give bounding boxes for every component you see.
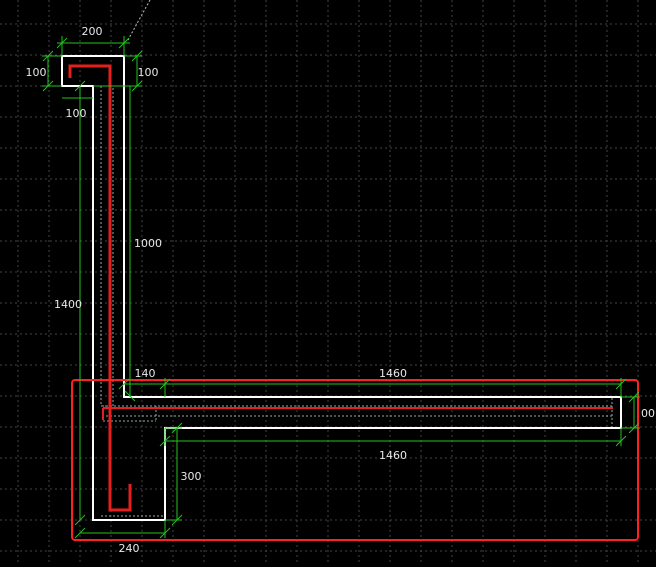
dim-bottom-length: 1460	[379, 449, 407, 462]
dim-right-thickness: 00	[641, 407, 655, 420]
selection-rectangle[interactable]	[71, 379, 639, 541]
dim-left-hook: 100	[26, 66, 47, 79]
dim-corner-width: 140	[135, 367, 156, 380]
dim-right-hook: 100	[138, 66, 159, 79]
dimension-lines	[42, 36, 640, 539]
rebar-path	[68, 64, 132, 512]
dim-top-width: 200	[82, 25, 103, 38]
dim-lower-depth: 300	[181, 470, 202, 483]
dim-inner-offset: 100	[66, 107, 87, 120]
dim-base-width: 240	[119, 542, 140, 555]
dim-left-height: 1400	[54, 298, 82, 311]
hidden-lines	[100, 86, 613, 517]
dim-top-length: 1460	[379, 367, 407, 380]
dim-right-height: 1000	[134, 237, 162, 250]
